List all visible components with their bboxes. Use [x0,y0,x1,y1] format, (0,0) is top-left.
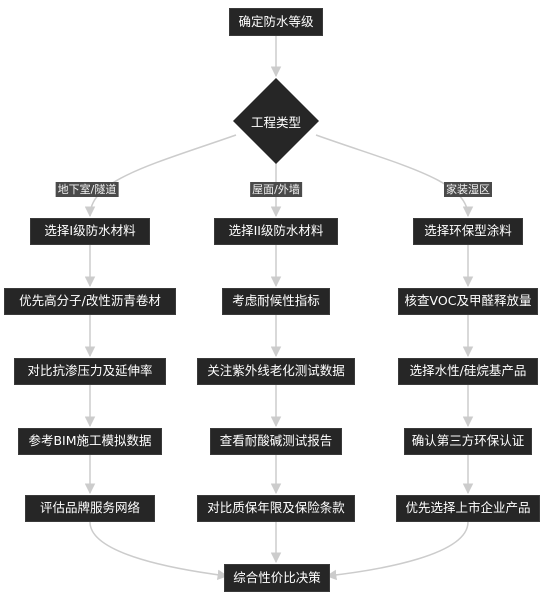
branch-2-step-1: 选择II级防水材料 [214,218,338,245]
branch-3-step-1: 选择环保型涂料 [413,218,523,245]
step-label: 选择II级防水材料 [228,223,324,239]
start-node: 确定防水等级 [229,8,323,36]
edge-label-branch-1: 地下室/隧道 [55,182,119,197]
branch-1-step-5: 评估品牌服务网络 [25,495,155,522]
step-label: 确认第三方环保认证 [411,433,525,449]
step-label: 选择环保型涂料 [424,223,512,239]
step-label: 考虑耐候性指标 [232,293,320,309]
branch-3-step-4: 确认第三方环保认证 [404,428,532,455]
branch-2-step-4: 查看耐酸碱测试报告 [210,428,342,455]
edge-decision-to-branch-1 [84,134,237,218]
branch-2-step-2: 考虑耐候性指标 [222,288,330,315]
step-label: 优先选择上市企业产品 [405,500,531,516]
branch-1-step-1: 选择I级防水材料 [30,218,150,245]
step-label: 对比质保年限及保险条款 [207,500,345,516]
decision-node: 工程类型 [233,78,319,164]
edge-b1-to-end [89,521,229,581]
branch-2-step-5: 对比质保年限及保险条款 [197,495,355,522]
step-label: 选择I级防水材料 [44,223,136,239]
step-label: 评估品牌服务网络 [39,500,140,516]
step-label: 查看耐酸碱测试报告 [219,433,333,449]
decision-node-label: 工程类型 [250,114,301,130]
start-node-label: 确定防水等级 [238,13,314,29]
end-node: 综合性价比决策 [224,564,330,592]
branch-3-step-3: 选择水性/硅烷基产品 [398,358,538,385]
branch-2-step-3: 关注紫外线老化测试数据 [197,358,355,385]
step-label: 核查VOC及甲醛释放量 [404,293,532,309]
branch-3-step-2: 核查VOC及甲醛释放量 [398,288,538,315]
step-label: 参考BIM施工模拟数据 [28,433,152,449]
edge-b3-to-end [325,521,469,581]
edge-decision-to-branch-3 [315,134,474,218]
step-label: 对比抗渗压力及延伸率 [27,363,153,379]
branch-1-step-4: 参考BIM施工模拟数据 [18,428,162,455]
step-label: 选择水性/硅烷基产品 [409,363,527,379]
step-label: 关注紫外线老化测试数据 [207,363,345,379]
step-label: 优先高分子/改性沥青卷材 [19,293,161,309]
branch-1-step-3: 对比抗渗压力及延伸率 [14,358,166,385]
end-node-label: 综合性价比决策 [233,569,321,585]
branch-3-step-5: 优先选择上市企业产品 [396,495,540,522]
decision-diamond-shape [233,78,319,164]
edge-label-branch-2: 屋面/外墙 [250,182,302,197]
edge-label-branch-3: 家装湿区 [444,182,492,197]
branch-1-step-2: 优先高分子/改性沥青卷材 [4,288,176,315]
